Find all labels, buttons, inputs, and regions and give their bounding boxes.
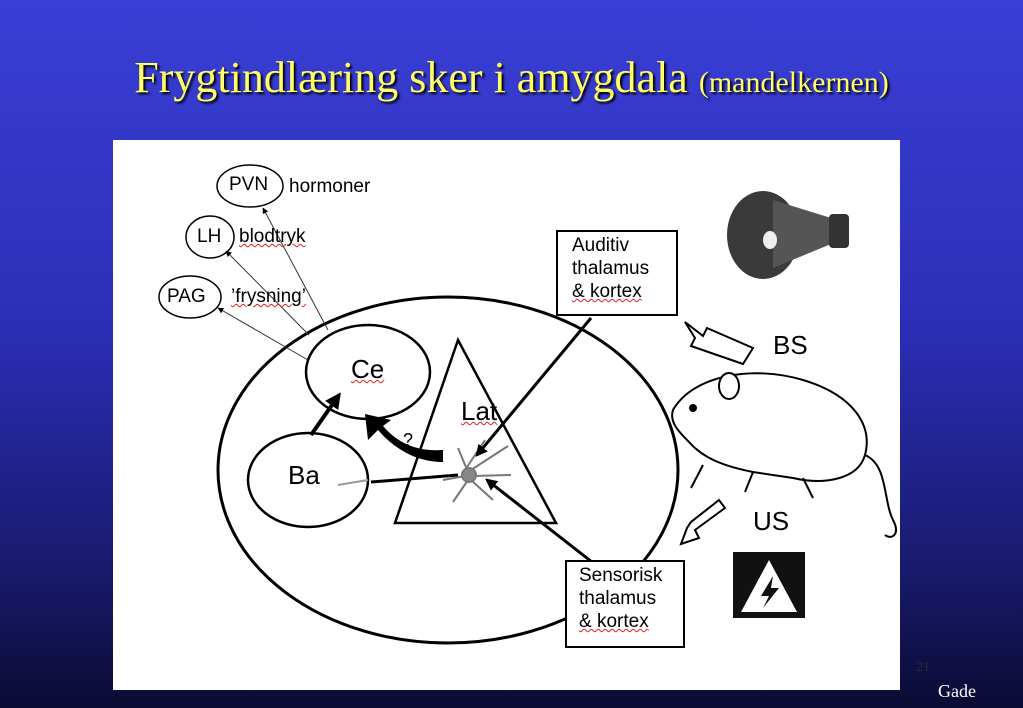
auditory-line-3: & kortex	[572, 281, 642, 302]
amygdala-outline	[216, 295, 680, 645]
pag-node	[158, 275, 222, 319]
title-sub: (mandelkernen)	[698, 66, 889, 99]
pvn-label: PVN	[229, 174, 269, 195]
auditory-line-2: thalamus	[572, 258, 650, 279]
pag-output-label: ’frysning’	[231, 286, 306, 307]
page-number: 21	[916, 660, 930, 675]
auditory-line-1: Auditiv	[572, 235, 630, 256]
sensory-line-3: & kortex	[579, 611, 649, 632]
question-mark: ?	[403, 430, 414, 450]
lh-node	[185, 215, 235, 259]
rat-icon	[671, 372, 897, 538]
lat-label: Lat	[461, 396, 498, 426]
pag-label: PAG	[167, 286, 206, 307]
bs-hollow-arrow	[684, 321, 755, 366]
us-label: US	[753, 506, 790, 536]
sensory-thalamus-box: Sensorisk thalamus & kortex	[565, 560, 685, 648]
neuron-icon	[442, 439, 512, 503]
loudspeaker-icon	[727, 191, 849, 279]
diagram-drawing	[158, 164, 897, 645]
ba-label: Ba	[288, 460, 320, 490]
slide-title: Frygtindlæring sker i amygdala (mandelke…	[0, 52, 1023, 103]
title-main: Frygtindlæring sker i amygdala	[134, 53, 688, 102]
sensory-line-1: Sensorisk	[579, 565, 663, 586]
bs-label: BS	[773, 330, 808, 360]
electric-shock-warning-icon	[733, 552, 805, 618]
pvn-node	[216, 164, 284, 208]
lh-label: LH	[197, 226, 222, 247]
us-hollow-arrow	[679, 498, 727, 546]
ce-label: Ce	[351, 354, 385, 384]
sensory-line-2: thalamus	[579, 588, 657, 609]
auditory-thalamus-box: Auditiv thalamus & kortex	[556, 230, 678, 316]
feedback-arrow	[365, 414, 443, 462]
amygdala-diagram: PVN hormoner LH blodtryk PAG ’frysning’ …	[113, 140, 900, 690]
pvn-output-label: hormoner	[289, 176, 371, 197]
lh-output-label: blodtryk	[239, 226, 306, 247]
author-label: Gade	[938, 681, 976, 701]
